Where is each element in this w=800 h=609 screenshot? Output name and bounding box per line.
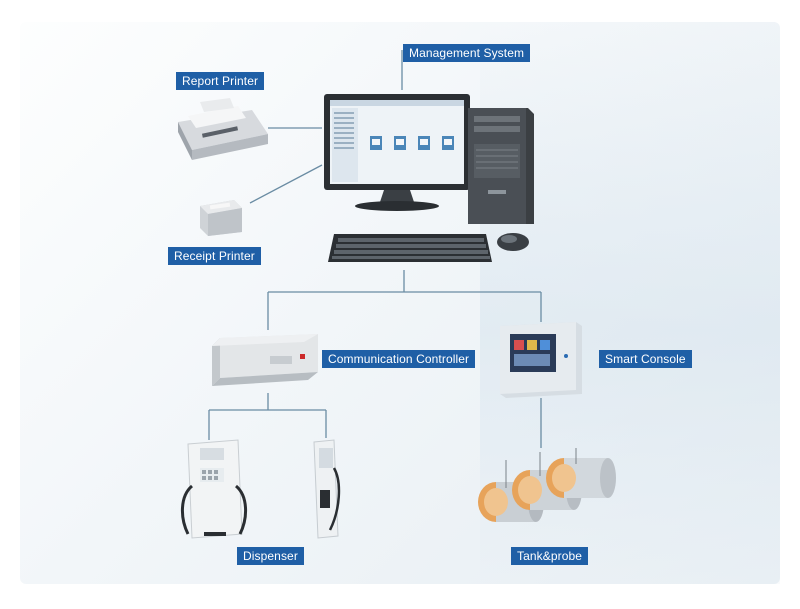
receipt-printer-illustration — [196, 192, 246, 238]
communication-controller-illustration — [208, 332, 324, 392]
smart-console-illustration — [496, 320, 586, 400]
receipt-printer-line — [250, 165, 322, 203]
mouse-illustration — [494, 230, 532, 254]
tank-probe-illustration — [466, 448, 622, 526]
management-system-label: Management System — [403, 44, 530, 62]
keyboard-illustration — [326, 232, 494, 266]
report-printer-illustration — [168, 96, 272, 162]
monitor-illustration — [322, 92, 472, 214]
report-printer-label: Report Printer — [176, 72, 264, 90]
dispenser-label: Dispenser — [237, 547, 304, 565]
communication-controller-label: Communication Controller — [322, 350, 475, 368]
pc-tower-illustration — [458, 104, 536, 228]
tank-probe-label: Tank&probe — [511, 547, 588, 565]
dispenser-double-illustration — [178, 438, 250, 542]
smart-console-label: Smart Console — [599, 350, 692, 368]
dispenser-slim-illustration — [306, 438, 346, 542]
receipt-printer-label: Receipt Printer — [168, 247, 261, 265]
